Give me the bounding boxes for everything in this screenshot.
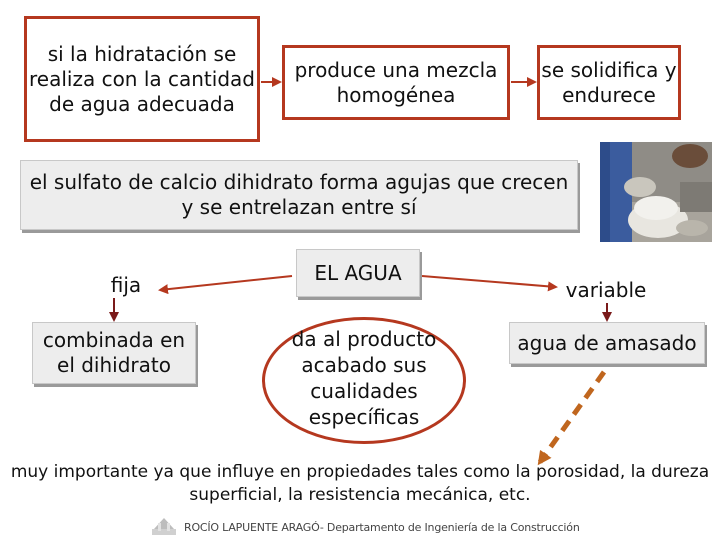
combinada-text: combinada en el dihidrato	[42, 328, 186, 377]
arrow-agua-to-fija	[158, 275, 293, 295]
porosidad-note: muy importante ya que influye en propied…	[10, 462, 710, 505]
flow-step-mezcla: produce una mezcla homogénea	[282, 45, 510, 120]
el-agua-title: EL AGUA	[314, 260, 402, 285]
variable-label: variable	[565, 278, 647, 302]
flow-step-mezcla-text: produce una mezcla homogénea	[294, 57, 498, 107]
university-logo-icon	[152, 518, 176, 535]
flow-step-solidifica-text: se solidifica y endurece	[541, 57, 677, 107]
flow-step-hidratacion: si la hidratación se realiza con la cant…	[24, 16, 260, 142]
flow-step-hidratacion-text: si la hidratación se realiza con la cant…	[29, 41, 255, 116]
amasado-box: agua de amasado	[509, 322, 705, 364]
sulfato-text: el sulfato de calcio dihidrato forma agu…	[29, 170, 569, 219]
cualidades-text: da al producto acabado sus cualidades es…	[291, 327, 437, 429]
el-agua-box: EL AGUA	[296, 249, 420, 297]
dashed-arrow-amasado-to-note	[537, 370, 607, 466]
sulfato-box: el sulfato de calcio dihidrato forma agu…	[20, 160, 578, 230]
footer-credit: ROCÍO LAPUENTE ARAGÓ- Departamento de In…	[184, 521, 580, 534]
cualidades-ellipse	[262, 317, 466, 444]
combinada-box: combinada en el dihidrato	[32, 322, 196, 384]
flow-step-solidifica: se solidifica y endurece	[537, 45, 681, 120]
fija-label: fija	[110, 273, 142, 297]
arrow-agua-to-variable	[421, 275, 558, 292]
amasado-text: agua de amasado	[517, 330, 697, 355]
construction-photo	[600, 142, 712, 242]
